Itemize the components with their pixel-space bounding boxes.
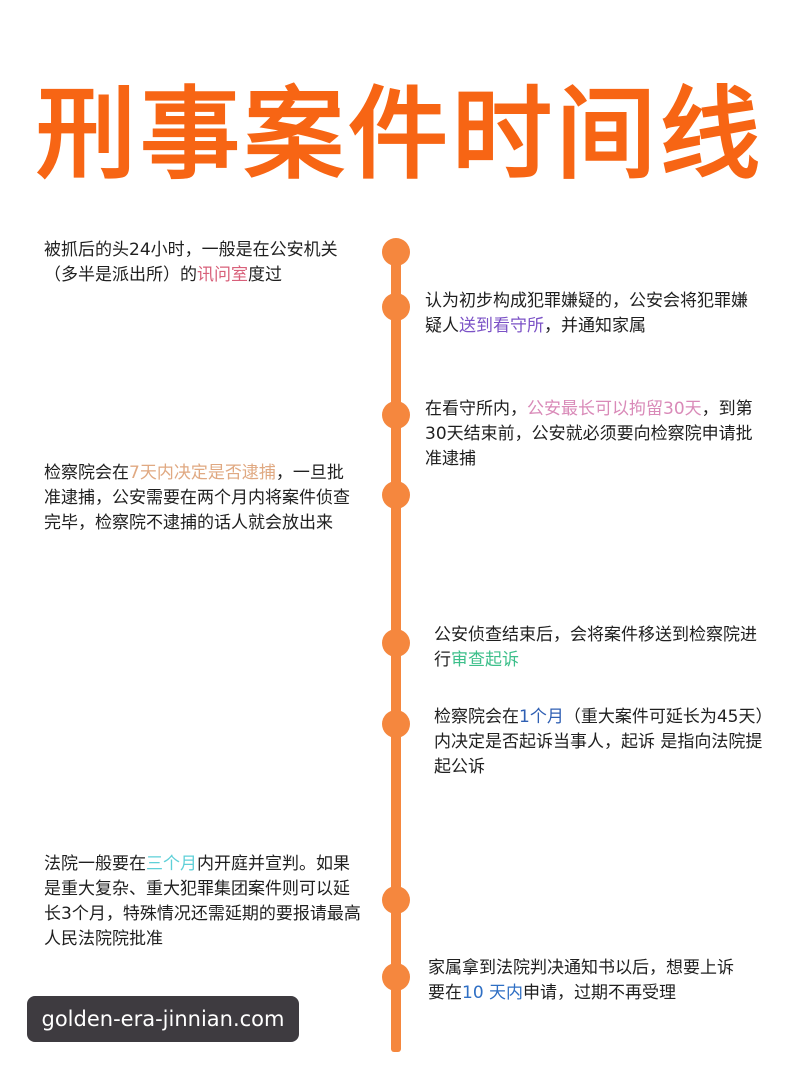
page-title: 刑事案件时间线	[36, 76, 764, 193]
event-6-pre: 检察院会在	[434, 707, 519, 727]
event-3-pre: 在看守所内，	[425, 399, 527, 419]
event-6-text: 检察院会在1个月（重大案件可延长为45天）内决定是否起诉当事人，起诉 是指向法院…	[434, 705, 764, 780]
timeline-dot-5	[382, 629, 410, 657]
event-4-pre: 检察院会在	[44, 463, 129, 483]
event-2-pre: 认为初步构成犯罪嫌疑的，公安会将犯罪嫌疑人	[425, 291, 748, 336]
event-3-text: 在看守所内，公安最长可以拘留30天，到第30天结束前，公安就必须要向检察院申请批…	[425, 397, 755, 472]
event-5-pre: 公安侦查结束后，会将案件移送到检察院进行	[434, 625, 757, 670]
event-8-highlight: 10 天内	[462, 983, 524, 1003]
event-3-post: ，到第30天结束前，公安就必须要向检察院申请批准逮捕	[425, 399, 753, 469]
event-8-pre: 家属拿到法院判决通知书以后，想要上诉要在	[428, 958, 734, 1003]
event-3-highlight: 公安最长可以拘留30天	[527, 399, 702, 419]
event-7-highlight: 三个月	[146, 854, 197, 874]
event-4-text: 检察院会在7天内决定是否逮捕，一旦批准逮捕，公安需要在两个月内将案件侦查完毕，检…	[44, 461, 354, 536]
event-5-highlight: 审查起诉	[451, 650, 519, 670]
event-6-highlight: 1个月	[519, 707, 564, 727]
event-5-text: 公安侦查结束后，会将案件移送到检察院进行审查起诉	[434, 623, 764, 673]
timeline-dot-1	[382, 238, 410, 266]
event-2-highlight: 送到看守所	[459, 316, 544, 336]
event-4-post: ，一旦批准逮捕，公安需要在两个月内将案件侦查完毕，检察院不逮捕的话人就会放出来	[44, 463, 350, 533]
timeline-dot-8	[382, 963, 410, 991]
event-7-text: 法院一般要在三个月内开庭并宣判。如果是重大复杂、重大犯罪集团案件则可以延长3个月…	[44, 852, 362, 952]
event-8-text: 家属拿到法院判决通知书以后，想要上诉要在10 天内申请，过期不再受理	[428, 956, 738, 1006]
event-7-pre: 法院一般要在	[44, 854, 146, 874]
timeline-dot-3	[382, 401, 410, 429]
timeline-dot-4	[382, 481, 410, 509]
event-7-post: 内开庭并宣判。如果是重大复杂、重大犯罪集团案件则可以延长3个月，特殊情况还需延期…	[44, 854, 361, 949]
timeline-dot-2	[382, 293, 410, 321]
event-1-pre: 被抓后的头24小时，一般是在公安机关（多半是派出所）的	[44, 240, 338, 285]
event-2-text: 认为初步构成犯罪嫌疑的，公安会将犯罪嫌疑人送到看守所，并通知家属	[425, 289, 755, 339]
watermark-label: golden-era-jinnian.com	[27, 996, 299, 1042]
event-1-highlight: 讯问室	[197, 265, 248, 285]
event-1-text: 被抓后的头24小时，一般是在公安机关（多半是派出所）的讯问室度过	[44, 238, 364, 288]
event-4-highlight: 7天内决定是否逮捕	[129, 463, 276, 483]
event-1-post: 度过	[248, 265, 282, 285]
event-6-post: （重大案件可延长为45天）内决定是否起诉当事人，起诉 是指向法院提起公诉	[434, 707, 764, 777]
timeline-dot-7	[382, 886, 410, 914]
timeline-dot-6	[382, 710, 410, 738]
event-2-post: ，并通知家属	[544, 316, 646, 336]
event-8-post: 申请，过期不再受理	[523, 983, 677, 1003]
